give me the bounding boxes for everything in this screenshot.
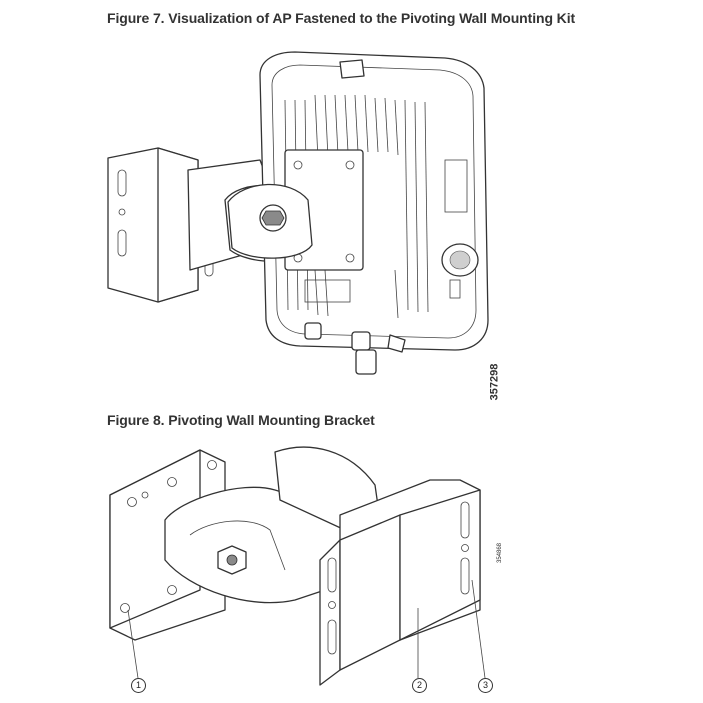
figure-8-image-id: 354868 [497, 542, 504, 564]
figure-8-bracket-illustration [109, 446, 486, 686]
callout-1: 1 [131, 678, 146, 693]
figure-7-ap-illustration [107, 51, 489, 375]
callout-2: 2 [412, 678, 427, 693]
figure-7-caption: Figure 7. Visualization of AP Fastened t… [107, 10, 576, 26]
figure-7-image-id: 357298 [488, 363, 501, 401]
figure-8-caption: Figure 8. Pivoting Wall Mounting Bracket [107, 412, 375, 428]
callout-3: 3 [478, 678, 493, 693]
